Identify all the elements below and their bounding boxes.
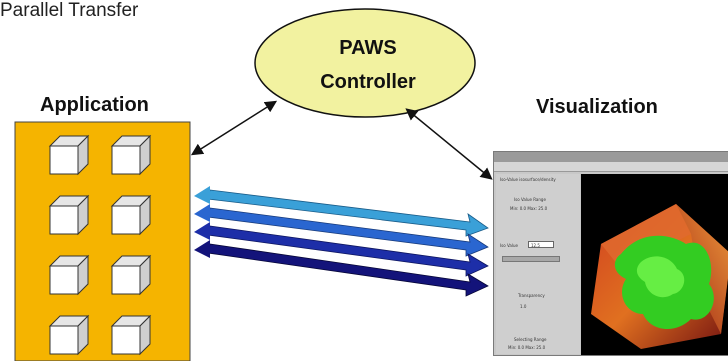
controller-vis-arrow <box>405 108 493 180</box>
cube-1 <box>48 134 90 176</box>
visualization-window: Iso-Value isosurface/density Iso Value R… <box>493 151 728 356</box>
cube-5 <box>48 254 90 296</box>
cube-6 <box>110 254 152 296</box>
window-menubar <box>494 162 728 172</box>
transfer-arrow-3 <box>207 225 489 277</box>
transfer-arrow-2 <box>207 207 489 257</box>
iso-value-field[interactable]: 12.5 <box>528 241 554 248</box>
iso-value-label: Iso Value <box>500 243 518 248</box>
controller-subtitle: Controller <box>320 71 416 93</box>
iso-value-slider[interactable] <box>502 256 560 262</box>
controller-title: PAWS <box>339 37 397 59</box>
application-box <box>14 121 191 361</box>
visualization-label: Visualization <box>536 96 658 118</box>
selecting-range-value: Min: 0.0 Max: 25.0 <box>508 345 546 350</box>
parallel-transfer-label: Parallel Transfer <box>0 0 139 21</box>
process-cubes <box>48 134 152 356</box>
selecting-range-label: Selecting Range <box>514 337 547 342</box>
window-titlebar[interactable] <box>494 152 728 162</box>
transparency-value: 1.0 <box>520 304 527 309</box>
panel-title: Iso-Value isosurface/density <box>500 177 556 182</box>
iso-range-value: Min: 0.0 Max: 25.0 <box>510 206 548 211</box>
cube-7 <box>48 314 90 356</box>
cube-4 <box>110 194 152 236</box>
iso-value-text: 12.5 <box>531 243 540 248</box>
cube-3 <box>48 194 90 236</box>
control-panel: Iso-Value isosurface/density Iso Value R… <box>496 174 580 354</box>
application-label: Application <box>40 94 149 116</box>
parallel-transfer-arrows <box>194 186 489 297</box>
cube-8 <box>110 314 152 356</box>
transparency-label: Transparency <box>518 293 545 298</box>
iso-range-label: Iso Value Range <box>514 197 546 202</box>
render-viewport[interactable] <box>581 174 728 355</box>
isosurface-render <box>591 204 728 349</box>
transfer-arrow-4 <box>207 243 489 297</box>
controller-app-arrow <box>190 100 278 156</box>
transfer-arrow-1 <box>207 189 489 237</box>
controller-ellipse <box>254 8 476 118</box>
cube-2 <box>110 134 152 176</box>
